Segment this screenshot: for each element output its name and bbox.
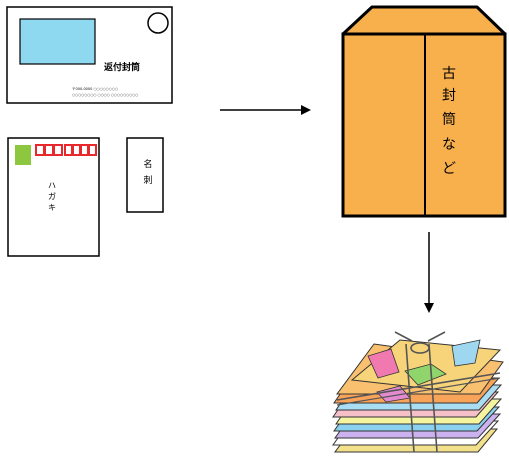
business-card-illustration: 名 刺 xyxy=(126,137,164,213)
postcard-text-2: ガ xyxy=(48,191,56,201)
box-label-char-5: ど xyxy=(442,161,456,177)
box-lid xyxy=(341,5,507,36)
envelope-address-line-2: ○○○○○○○○ ○○○○ ○○○○○○○○○ xyxy=(72,93,138,97)
postcode-boxes xyxy=(35,144,97,156)
postcard-text-3: キ xyxy=(48,203,56,212)
envelope-address-line-1: 〒000-0000 ○○○○○○○○ xyxy=(72,87,118,91)
box-label-char-3: 筒 xyxy=(442,111,456,128)
business-card-body xyxy=(126,137,164,213)
box-label-char-4: な xyxy=(442,137,456,153)
box-illustration: 古 封 筒 な ど xyxy=(341,5,507,218)
business-card-text-1: 名 xyxy=(143,158,152,170)
stamp-circle xyxy=(147,12,169,34)
envelope-illustration: 返付封筒 〒000-0000 ○○○○○○○○ ○○○○○○○○ ○○○○ ○○… xyxy=(6,6,173,104)
envelope-window xyxy=(19,18,96,65)
postcard-stamp xyxy=(15,145,31,165)
box-label-char-2: 封 xyxy=(442,88,456,104)
postcard-text-1: ハ xyxy=(48,181,56,190)
business-card-text-2: 刺 xyxy=(143,175,152,186)
envelope-label: 返付封筒 xyxy=(104,61,140,73)
bundled-paper-stack-icon xyxy=(332,331,504,453)
box-label-char-1: 古 xyxy=(442,66,456,82)
postcard-illustration: ハ ガ キ xyxy=(7,137,100,257)
